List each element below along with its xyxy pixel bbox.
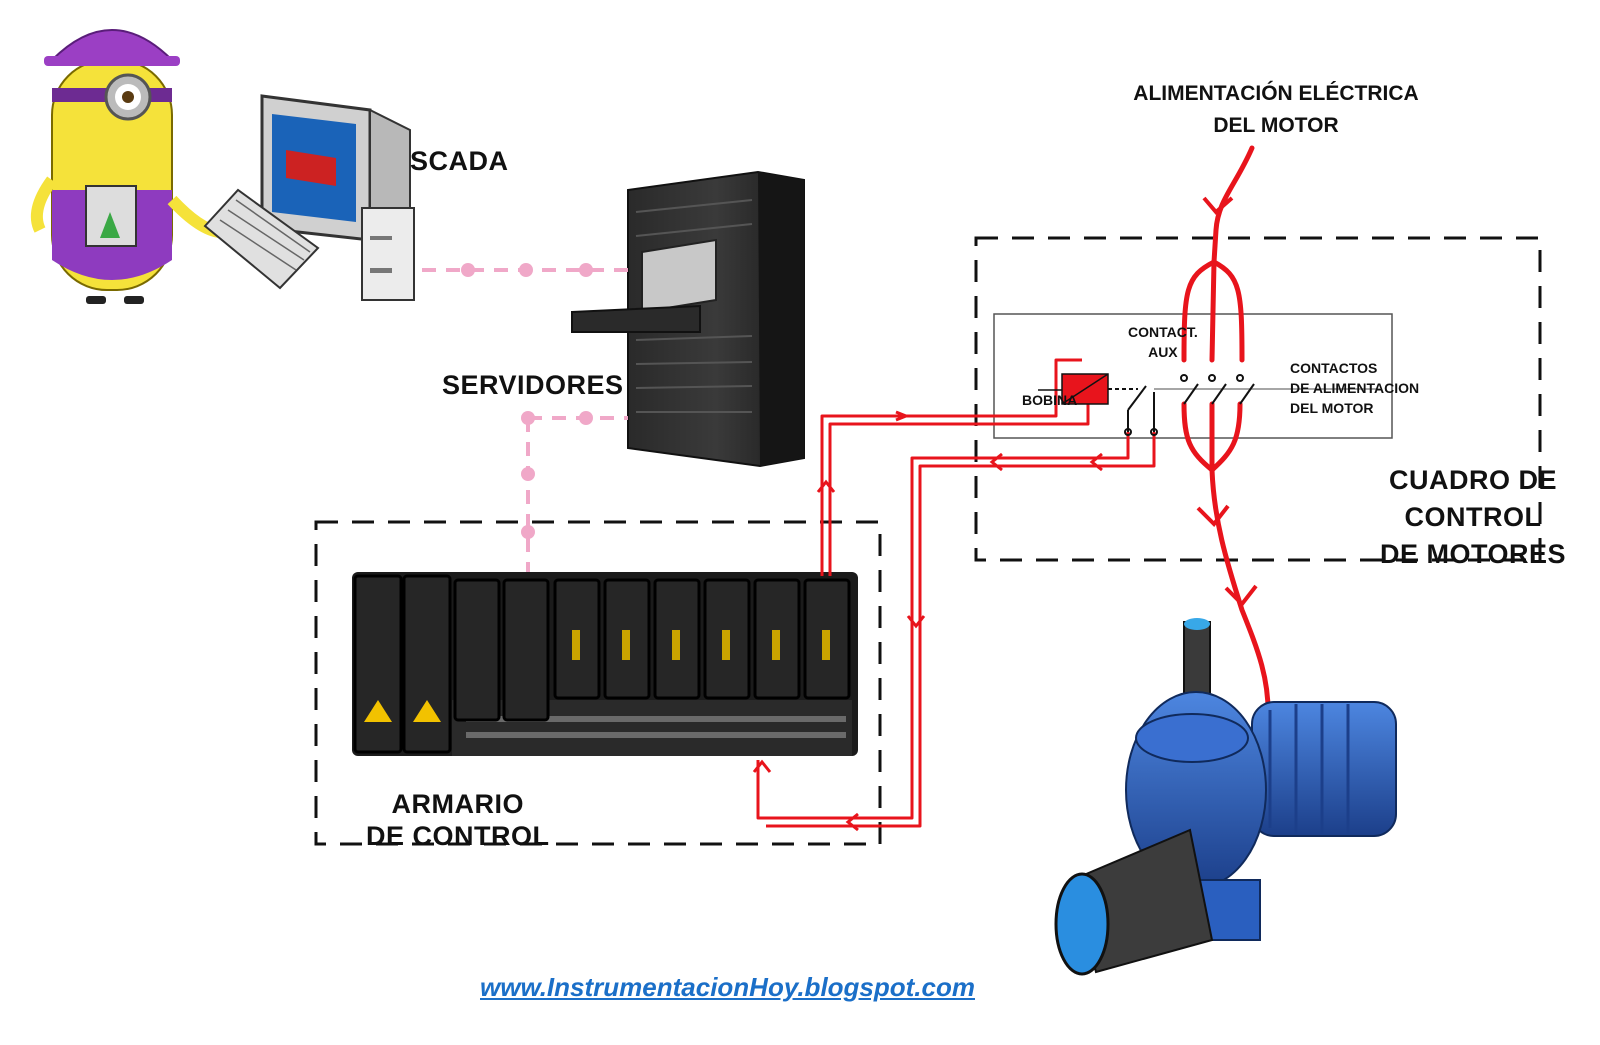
cuadro-label: CUADRO DE CONTROL DE MOTORES xyxy=(1380,462,1566,573)
alimentacion-label: ALIMENTACIÓN ELÉCTRICA DEL MOTOR xyxy=(1126,78,1426,142)
armario-label: ARMARIO DE CONTROL xyxy=(366,788,550,852)
coil-icon xyxy=(1038,373,1109,405)
cuadro-label-line2: CONTROL xyxy=(1404,502,1542,532)
cuadro-frame xyxy=(974,236,1542,562)
contact-aux-label-line2: AUX xyxy=(1148,344,1178,360)
wire-arrows xyxy=(752,410,1103,832)
armario-frame xyxy=(314,520,882,846)
contactos-label: CONTACTOS DE ALIMENTACION DEL MOTOR xyxy=(1290,358,1419,418)
alimentacion-label-line1: ALIMENTACIÓN ELÉCTRICA xyxy=(1133,82,1419,105)
website-link[interactable]: www.InstrumentacionHoy.blogspot.com xyxy=(480,972,975,1002)
aux-contact-icon xyxy=(1108,385,1380,436)
armario-label-line1: ARMARIO xyxy=(391,789,524,819)
scada-label: SCADA xyxy=(410,146,509,176)
bobina-label: BOBINA xyxy=(1022,392,1078,408)
power-supply-lines xyxy=(1181,145,1271,725)
pump-motor-icon xyxy=(1054,618,1397,976)
cuadro-label-line3: DE MOTORES xyxy=(1380,539,1567,569)
contact-aux-label-line1: CONTACT. xyxy=(1128,324,1198,340)
contactos-label-line1: CONTACTOS xyxy=(1290,360,1378,376)
plc-rack-icon xyxy=(352,572,858,756)
contact-aux-label: CONTACT. AUX xyxy=(1128,322,1198,362)
power-contacts xyxy=(1180,374,1255,405)
contactor-panel xyxy=(993,313,1393,439)
power-arrows xyxy=(1196,196,1258,608)
network-nodes xyxy=(461,263,593,539)
cuadro-label-line1: CUADRO DE xyxy=(1389,465,1558,495)
armario-label-line2: DE CONTROL xyxy=(366,821,550,851)
contactos-label-line3: DEL MOTOR xyxy=(1290,400,1374,416)
server-rack-icon xyxy=(571,170,805,468)
contactos-label-line2: DE ALIMENTACION xyxy=(1290,380,1420,396)
operator-figure xyxy=(31,29,222,304)
alimentacion-label-line2: DEL MOTOR xyxy=(1213,114,1339,137)
control-wires xyxy=(756,358,1156,828)
scada-computer-icon xyxy=(203,94,415,301)
servidores-label: SERVIDORES xyxy=(442,370,624,400)
